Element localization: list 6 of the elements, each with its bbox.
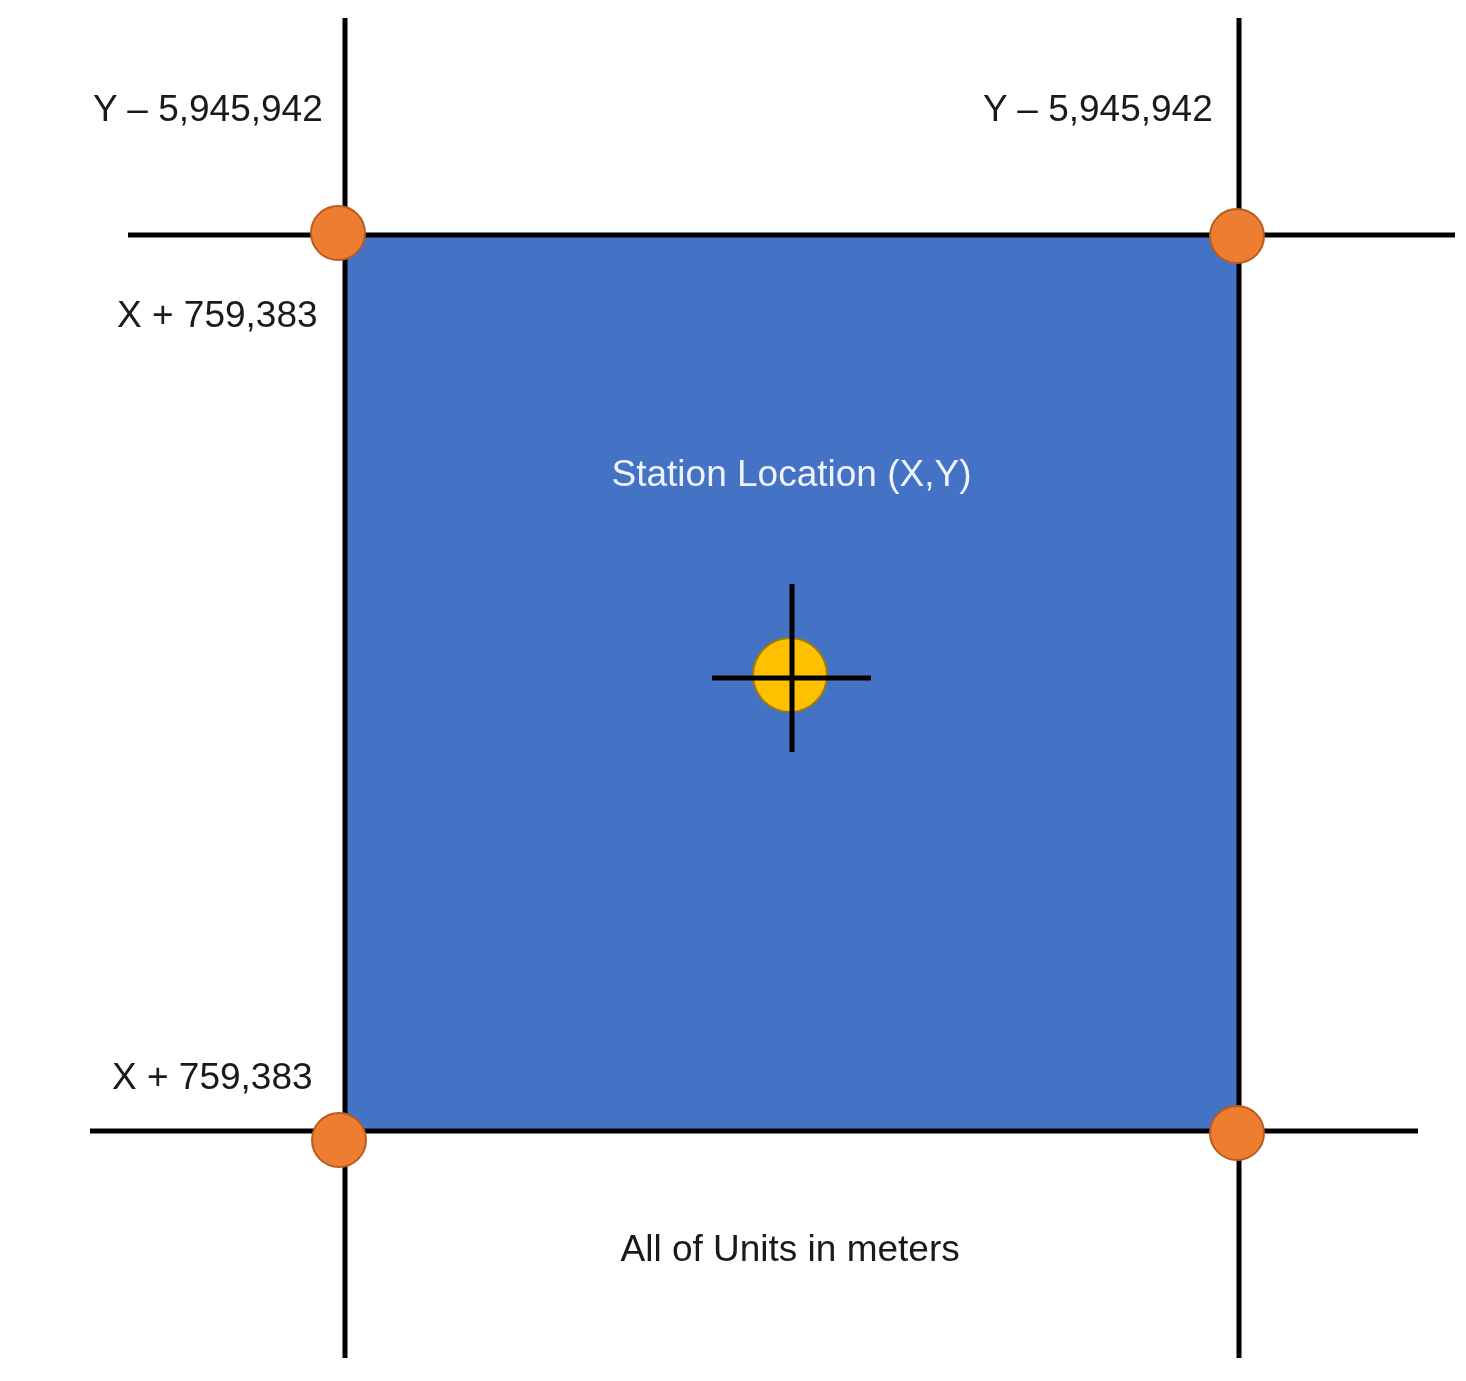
coordinate-label: X + 759,383	[117, 296, 318, 333]
coordinate-label: Y – 5,945,942	[93, 90, 323, 127]
station-label: Station Location (X,Y)	[610, 452, 973, 496]
coordinate-label: X + 759,383	[112, 1058, 313, 1095]
units-note: All of Units in meters	[620, 1230, 960, 1267]
coordinate-label: Y – 5,945,942	[983, 90, 1213, 127]
